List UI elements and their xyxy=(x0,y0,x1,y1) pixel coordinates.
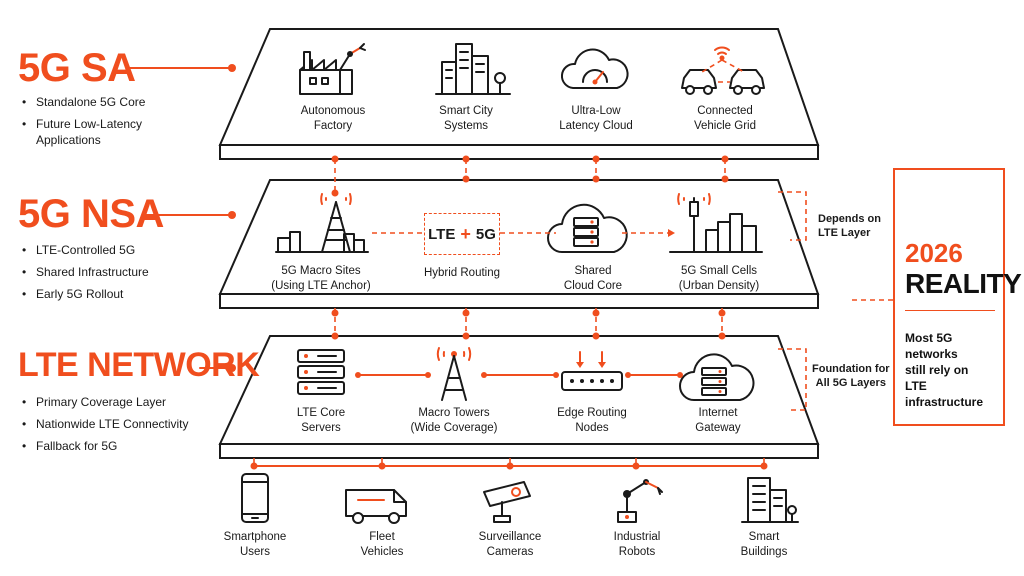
list-item: LTE-Controlled 5G xyxy=(22,242,192,258)
reality-year: 2026 xyxy=(905,238,963,268)
list-item: Future Low-Latency Applications xyxy=(22,116,186,148)
server-rack-icon xyxy=(297,349,345,395)
macro-tower-icon xyxy=(436,347,472,401)
robot-arm-icon xyxy=(617,479,663,523)
list-item: Fallback for 5G xyxy=(22,438,212,454)
reality-heading: REALITY xyxy=(905,268,1022,299)
node-label-macro-towers: Macro Towers(Wide Coverage) xyxy=(410,407,498,434)
sa-title: 5G SA xyxy=(18,46,136,90)
lte-plate xyxy=(218,335,820,459)
factory-robot-icon xyxy=(299,43,366,95)
buildings-icon xyxy=(741,477,799,523)
small-cell-city-icon xyxy=(669,193,763,253)
macro-tower-city-icon xyxy=(275,193,369,253)
lte-title: LTE NETWORK xyxy=(18,346,260,384)
cloud-gateway-icon xyxy=(679,353,755,401)
routing-switch-icon xyxy=(561,351,623,391)
camera-icon xyxy=(483,481,531,523)
right-brackets xyxy=(778,191,893,411)
hybrid-plus-text: + xyxy=(460,223,471,244)
van-icon xyxy=(345,489,407,524)
sa-nsa-connectors xyxy=(331,155,729,197)
list-item: Early 5G Rollout xyxy=(22,286,192,302)
sa-plate xyxy=(218,28,820,160)
layer-pointers xyxy=(127,64,236,372)
reality-text: Most 5G networks still rely on LTE infra… xyxy=(905,331,984,409)
list-item: Standalone 5G Core xyxy=(22,94,192,110)
city-buildings-icon xyxy=(435,43,511,95)
nsa-links xyxy=(372,229,675,237)
lte-links xyxy=(355,372,683,378)
list-item: Shared Infrastructure xyxy=(22,264,192,280)
device-bus xyxy=(250,458,768,470)
node-label-macro-sites: 5G Macro Sites(Using LTE Anchor) xyxy=(271,265,371,292)
connected-cars-icon xyxy=(681,46,765,95)
nsa-bullets: LTE-Controlled 5G Shared Infrastructure … xyxy=(22,242,192,308)
list-item: Nationwide LTE Connectivity xyxy=(22,416,212,432)
node-label-hybrid-routing: Hybrid Routing xyxy=(423,267,501,279)
hybrid-routing-icon: LTE + 5G xyxy=(424,213,500,255)
smartphone-icon xyxy=(241,473,269,523)
cloud-server-icon xyxy=(547,203,628,253)
nsa-lte-connectors xyxy=(331,308,726,340)
lte-bullets: Primary Coverage Layer Nationwide LTE Co… xyxy=(22,394,212,460)
reality-callout: 2026 REALITY Most 5G networks still rely… xyxy=(893,168,1022,426)
list-item: Primary Coverage Layer xyxy=(22,394,212,410)
reality-divider xyxy=(905,310,995,311)
hybrid-lte-text: LTE xyxy=(428,225,456,243)
sa-bullets: Standalone 5G Core Future Low-Latency Ap… xyxy=(22,94,192,154)
nsa-plate xyxy=(218,179,820,309)
hybrid-5g-text: 5G xyxy=(475,225,496,243)
cloud-gauge-icon xyxy=(561,48,629,89)
nsa-title: 5G NSA xyxy=(18,192,164,236)
node-label-small-cells: 5G Small Cells(Urban Density) xyxy=(678,265,760,292)
